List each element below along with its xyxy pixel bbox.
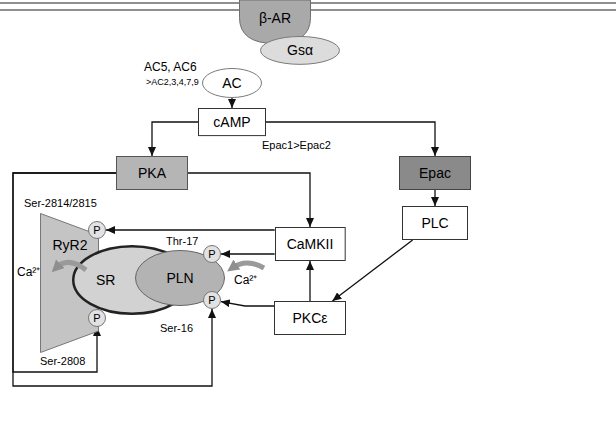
phospho-circle-fill <box>204 292 221 309</box>
node-text: PKA <box>138 165 166 181</box>
node-text: β-AR <box>259 10 291 26</box>
node-text: cAMP <box>213 114 250 130</box>
signal-arrow <box>188 173 310 227</box>
node-text: CaMKII <box>287 236 334 252</box>
calcium-uptake-arrow <box>232 263 264 268</box>
calcium-release-arrow <box>56 262 86 270</box>
signal-arrow <box>221 253 275 254</box>
effector-box: Epac <box>399 156 471 190</box>
annotation-label: Epac1>Epac2 <box>262 139 331 152</box>
node-text: SR <box>96 272 115 288</box>
kinase-box: PKCε <box>274 301 346 335</box>
signal-arrow <box>106 229 275 230</box>
signal-arrow <box>13 173 116 372</box>
phospho-circle-fill <box>89 222 106 239</box>
signal-arrow <box>152 122 198 156</box>
node-text: P <box>208 294 215 307</box>
phospho-circle: P <box>203 291 221 309</box>
phospho-circle-fill <box>204 246 221 263</box>
node-text: PLC <box>421 215 448 231</box>
g-protein-ellipse: Gsα <box>260 36 340 65</box>
phospho-circle-fill <box>89 310 106 327</box>
phospho-circle: P <box>203 245 221 263</box>
enzyme-box-fill <box>403 207 468 240</box>
kinase-box: CaMKII <box>275 227 346 261</box>
node-text: P <box>93 312 100 325</box>
signal-arrow <box>221 302 274 306</box>
annotation-label: >AC2,3,4,7,9 <box>146 77 199 87</box>
kinase-box-fill <box>117 157 188 190</box>
node-text: P <box>93 224 100 237</box>
annotation-label: AC5, AC6 <box>144 61 197 75</box>
node-text: P <box>208 248 215 261</box>
signal-arrow <box>231 98 232 108</box>
signal-arrow <box>309 261 310 301</box>
kinase-box-fill <box>275 228 345 261</box>
node-text: Gsα <box>287 42 313 58</box>
annotation-label: Ser-2814/2815 <box>24 197 97 210</box>
phospho-circle: P <box>88 221 106 239</box>
messenger-box: cAMP <box>198 108 266 136</box>
annotation-label: Ser-2808 <box>40 355 85 368</box>
annotation-label: Ca²⁺ <box>234 274 257 288</box>
node-text: Epac <box>419 165 451 181</box>
phospho-circle: P <box>88 309 106 327</box>
node-text: AC <box>222 75 241 91</box>
annotation-label: Ca²⁺ <box>17 266 40 280</box>
signal-arrow <box>434 190 435 206</box>
effector-box-fill <box>400 157 471 190</box>
node-text: RyR2 <box>52 237 87 253</box>
messenger-box-fill <box>199 108 266 135</box>
g-protein-ellipse-fill <box>261 36 340 64</box>
node-text: PLN <box>166 270 193 286</box>
enzyme-ellipse-fill <box>203 69 262 98</box>
annotation-label: Thr-17 <box>166 235 198 248</box>
enzyme-box: PLC <box>402 206 468 240</box>
annotation-label: Ser-16 <box>160 322 193 335</box>
kinase-box-fill <box>275 302 346 335</box>
node-text: PKCε <box>292 310 327 326</box>
signal-arrow <box>13 173 212 386</box>
enzyme-ellipse: AC <box>202 68 262 98</box>
kinase-box: PKA <box>116 156 188 190</box>
